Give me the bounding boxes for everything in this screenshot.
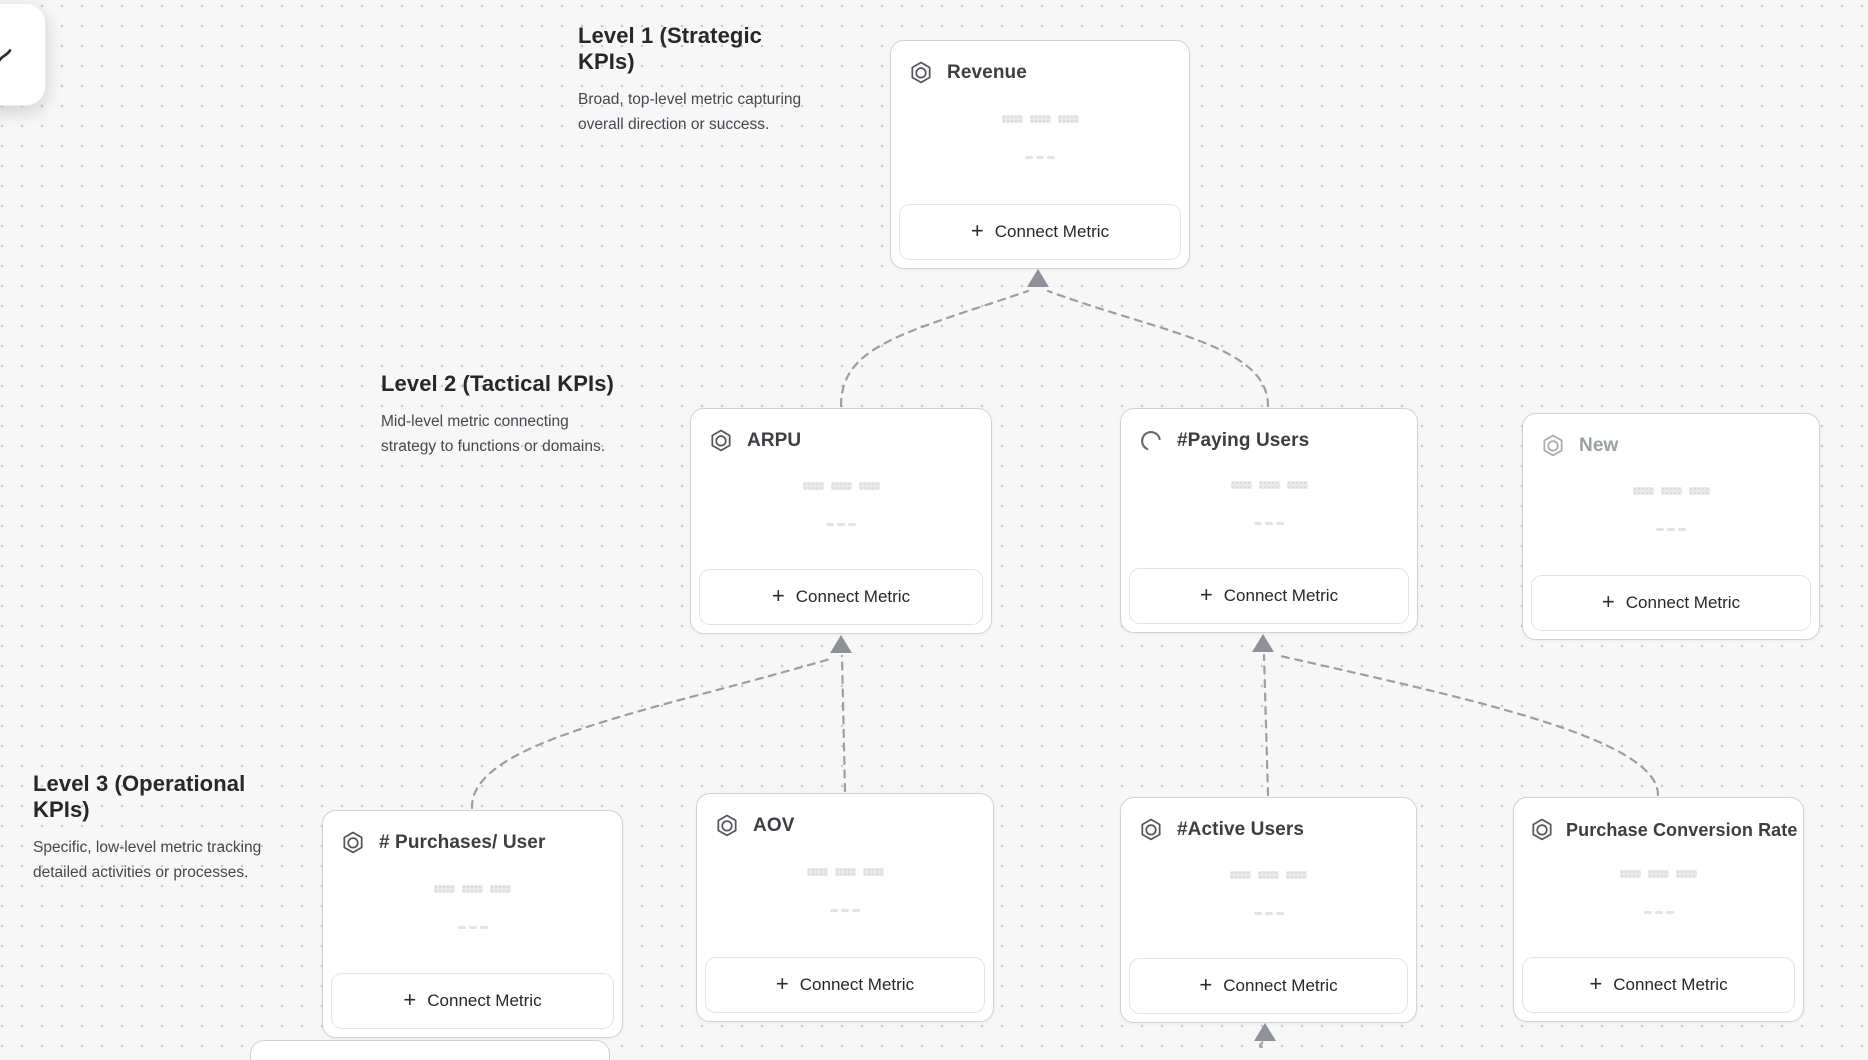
level-2-label: Level 2 (Tactical KPIs) Mid-level metric… <box>381 371 631 460</box>
level-2-title: Level 2 (Tactical KPIs) <box>381 371 614 396</box>
card-header: Purchase Conversion Rate <box>1514 798 1803 843</box>
metric-card-active-users[interactable]: #Active Users + Connect Metric <box>1120 797 1417 1023</box>
connect-metric-button[interactable]: + Connect Metric <box>1129 568 1409 624</box>
metric-card-revenue[interactable]: Revenue + Connect Metric <box>890 40 1190 269</box>
card-header: New <box>1523 414 1819 459</box>
arrowhead-into-activeusers <box>1254 1023 1276 1041</box>
plus-icon: + <box>1199 582 1213 607</box>
hexagon-metric-icon <box>1540 433 1566 459</box>
metric-card-title: #Active Users <box>1177 819 1304 840</box>
hexagon-metric-icon <box>908 60 934 86</box>
level-1-title: Level 1 (Strategic KPIs) <box>578 23 762 74</box>
plus-icon: + <box>1589 971 1603 996</box>
connect-metric-button[interactable]: + Connect Metric <box>705 957 985 1013</box>
plus-icon: + <box>403 987 417 1012</box>
level-2-description: Mid-level metric connecting strategy to … <box>381 413 606 455</box>
connect-metric-button[interactable]: + Connect Metric <box>331 973 614 1029</box>
card-header: #Active Users <box>1121 798 1416 843</box>
connect-metric-label: Connect Metric <box>1625 593 1741 612</box>
connect-metric-label: Connect Metric <box>427 991 542 1010</box>
level-1-description: Broad, top-level metric capturing overal… <box>578 91 802 133</box>
connect-metric-button[interactable]: + Connect Metric <box>1129 958 1408 1014</box>
metric-skeleton <box>1523 451 1819 567</box>
metric-card-title: # Purchases/ User <box>379 832 546 853</box>
level-3-description: Specific, low-level metric tracking deta… <box>33 839 262 881</box>
edge-offscreen-to-activeusers <box>1258 1038 1265 1048</box>
arrowhead-into-payingusers <box>1252 634 1274 652</box>
card-header: #Paying Users <box>1121 409 1417 454</box>
metric-skeleton <box>697 831 993 949</box>
toolbar-panel[interactable] <box>0 3 46 106</box>
metric-card-new[interactable]: New + Connect Metric <box>1522 413 1820 640</box>
metric-skeleton <box>691 446 991 561</box>
edge-pcr-to-payingusers <box>1274 653 1660 797</box>
plus-icon: + <box>1199 972 1213 997</box>
metric-skeleton <box>891 78 1189 196</box>
plus-icon: + <box>771 583 785 608</box>
hexagon-metric-icon <box>1138 817 1164 843</box>
metric-card-purchase-conversion-rate[interactable]: Purchase Conversion Rate + Connect Metri… <box>1513 797 1804 1022</box>
connect-metric-label: Connect Metric <box>1223 976 1338 995</box>
metric-card-purchases-per-user[interactable]: # Purchases/ User + Connect Metric <box>322 810 623 1038</box>
level-3-title: Level 3 (Operational KPIs) <box>33 771 246 822</box>
metric-skeleton <box>323 848 622 965</box>
connect-metric-label: Connect Metric <box>1223 586 1339 605</box>
edge-activeusers-to-payingusers <box>1262 653 1270 797</box>
connect-metric-label: Connect Metric <box>795 587 911 606</box>
edge-payingusers-to-revenue <box>1046 289 1270 408</box>
metric-card-aov[interactable]: AOV + Connect Metric <box>696 793 994 1022</box>
metric-skeleton <box>1121 446 1417 560</box>
metric-card-arpu[interactable]: ARPU + Connect Metric <box>690 408 992 634</box>
metric-card-title: AOV <box>753 815 795 836</box>
arrowhead-into-arpu <box>830 635 852 653</box>
card-header: AOV <box>697 794 993 839</box>
hexagon-metric-icon <box>714 813 740 839</box>
edge-aov-to-arpu <box>840 654 847 793</box>
metric-card-paying-users[interactable]: #Paying Users + Connect Metric <box>1120 408 1418 633</box>
arrowhead-into-revenue <box>1027 269 1049 287</box>
connect-metric-button[interactable]: + Connect Metric <box>1531 575 1811 631</box>
metric-card-title: Revenue <box>947 62 1027 83</box>
connect-metric-label: Connect Metric <box>799 975 915 994</box>
level-1-label: Level 1 (Strategic KPIs) Broad, top-leve… <box>578 23 823 138</box>
plus-icon: + <box>1601 589 1615 614</box>
plus-icon: + <box>775 971 789 996</box>
metric-card-title: ARPU <box>747 430 802 451</box>
card-header: Revenue <box>891 41 1189 86</box>
hexagon-metric-icon <box>1529 817 1555 843</box>
loading-spinner-icon <box>1138 428 1164 454</box>
metric-card-title: #Paying Users <box>1177 430 1310 451</box>
metric-skeleton <box>1121 835 1416 950</box>
connect-metric-label: Connect Metric <box>994 222 1110 241</box>
edge-arpu-to-revenue <box>839 289 1030 408</box>
level-3-label: Level 3 (Operational KPIs) Specific, low… <box>33 771 293 886</box>
hexagon-metric-icon <box>340 830 366 856</box>
edge-purchases-to-arpu <box>470 657 832 810</box>
hexagon-metric-icon <box>708 428 734 454</box>
connect-metric-button[interactable]: + Connect Metric <box>1522 957 1795 1013</box>
connect-metric-button[interactable]: + Connect Metric <box>899 204 1181 260</box>
card-header: # Purchases/ User <box>323 811 622 856</box>
card-header: ARPU <box>691 409 991 454</box>
metric-card-title: New <box>1579 435 1619 456</box>
connect-metric-label: Connect Metric <box>1613 975 1728 994</box>
metric-card-partial[interactable] <box>250 1040 610 1060</box>
connect-metric-button[interactable]: + Connect Metric <box>699 569 983 625</box>
metric-card-title: Purchase Conversion Rate <box>1566 819 1798 840</box>
plus-icon: + <box>970 218 984 243</box>
metric-skeleton <box>1514 835 1803 949</box>
